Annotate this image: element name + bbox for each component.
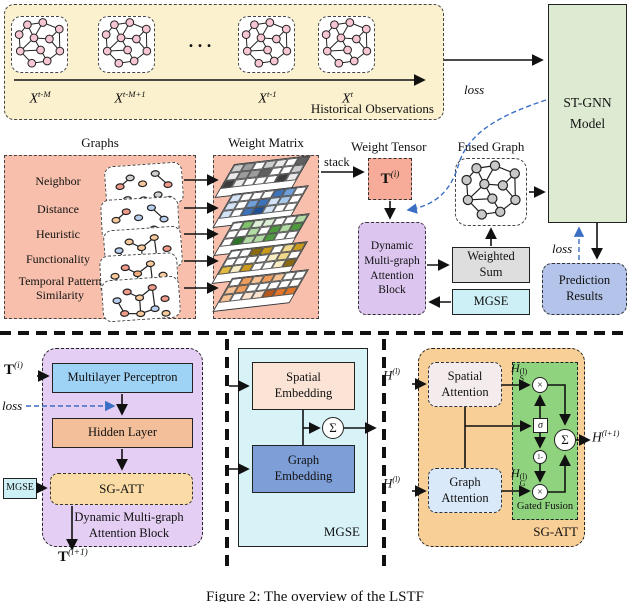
ellipsis: . . .: [188, 31, 212, 51]
graph-snapshot-icon: [318, 16, 375, 73]
loss-label-bottom: loss: [2, 398, 23, 413]
h-output-label: H(l+1): [592, 429, 620, 445]
graph-type-label: Heuristic: [36, 227, 80, 241]
graph-snapshot-icon: [238, 16, 295, 73]
graph-type-label: Neighbor: [35, 174, 81, 188]
graph-embedding-box: Graph Embedding: [252, 445, 355, 493]
h-spatial-label: H(l)S: [511, 361, 528, 384]
graphs-title: Graphs: [81, 135, 119, 150]
snapshot-label: Xt-1: [258, 89, 277, 107]
h-input-label: H(l): [383, 367, 400, 383]
weight-matrix-panel: [211, 155, 319, 319]
graph-snapshot-icon: [11, 16, 68, 73]
stgnn-model-box: ST-GNN Model: [548, 4, 627, 223]
graph-snapshot-icon: [98, 16, 155, 73]
loss-label-top: loss: [464, 82, 485, 97]
dmab-box: Dynamic Multi-graph Attention Block: [358, 222, 426, 315]
mgse-box: MGSE: [452, 289, 530, 315]
mgse-small-box: MGSE: [3, 478, 37, 499]
historical-caption: Historical Observations: [310, 101, 434, 116]
graph-layer-icon: [100, 275, 182, 323]
snapshot-label: Xt-M: [29, 89, 51, 107]
spatial-attention-box: Spatial Attention: [428, 362, 502, 407]
snapshot-label: Xt-M+1: [114, 89, 146, 107]
weight-tensor-box: T(i): [368, 158, 412, 200]
one-minus-icon: 1-: [533, 450, 547, 464]
fused-graph-title: Fused Graph: [457, 139, 525, 154]
h-input-label: H(l): [383, 475, 400, 491]
sgatt-detail-label: SG-ATT: [533, 524, 578, 539]
weighted-sum-box: Weighted Sum: [452, 247, 530, 283]
tensor-input-label: T(i): [4, 361, 23, 378]
hidden-layer-box: Hidden Layer: [52, 418, 193, 448]
graph-type-label: Temporal Pattern Similarity: [18, 274, 102, 303]
spatial-embedding-box: Spatial Embedding: [252, 362, 355, 410]
graph-type-label: Functionality: [26, 252, 90, 266]
dmab-detail-caption: Dynamic Multi-graph Attention Block: [74, 510, 184, 541]
prediction-results-box: Prediction Results: [542, 263, 627, 315]
snapshot-label: Xt: [342, 89, 353, 107]
weight-tensor-title: Weight Tensor: [351, 139, 427, 154]
loss-label-right: loss: [552, 241, 573, 256]
graph-attention-box: Graph Attention: [428, 468, 502, 513]
sum-icon: Σ: [554, 429, 576, 451]
sum-icon: Σ: [322, 417, 344, 439]
tensor-output-label: T(i+1): [58, 548, 88, 565]
graphs-panel: Neighbor Distance Heuristic Functionalit…: [4, 155, 196, 323]
fused-graph-icon: [455, 158, 527, 226]
multiply-icon: ×: [532, 377, 548, 393]
weight-matrix-title: Weight Matrix: [228, 135, 304, 150]
sgatt-box: SG-ATT: [50, 473, 193, 505]
gated-fusion-label: Gated Fusion: [516, 501, 574, 512]
graph-type-label: Distance: [37, 202, 79, 216]
mlp-box: Multilayer Perceptron: [52, 363, 193, 393]
sigma-icon: σ: [533, 418, 548, 433]
historical-observations-panel: . . . Xt-M Xt-M+1 Xt-1 Xt Historical Obs…: [4, 4, 444, 120]
mgse-detail-label: MGSE: [323, 524, 360, 539]
stack-label: stack: [324, 155, 350, 169]
h-graph-label: H(l)G: [511, 466, 528, 489]
figure-caption: Figure 2: The overview of the LSTF: [205, 589, 425, 602]
multiply-icon: ×: [532, 484, 548, 500]
